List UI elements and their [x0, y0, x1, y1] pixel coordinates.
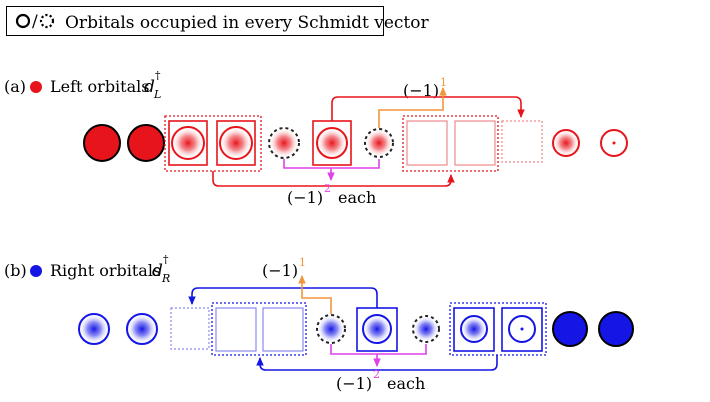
empty-box	[406, 120, 448, 166]
red-dot-icon	[30, 81, 42, 93]
filled-red-orbital	[127, 124, 165, 162]
panel-a-tag: (a)	[4, 77, 26, 96]
legend-box: / Orbitals occupied in every Schmidt vec…	[6, 6, 429, 36]
panel-b-each: each	[387, 374, 425, 393]
red-orbital	[171, 126, 205, 160]
center-dot	[612, 141, 616, 145]
magenta-bracket	[330, 344, 427, 355]
panel-b: (b) Right orbitals d † R (−1) 1	[4, 253, 634, 393]
orange-sign-arrow	[298, 275, 332, 314]
center-dot	[520, 327, 524, 331]
red-orbital	[552, 129, 580, 157]
panel-a-subscript: L	[153, 88, 161, 101]
solid-orbital-icon	[15, 13, 31, 29]
panel-a-symbol: d	[144, 77, 155, 97]
bottom-arrow-blue	[256, 355, 498, 371]
empty-box-dotted	[501, 120, 543, 163]
panel-b-subscript: R	[161, 272, 170, 285]
group-box-dotted	[164, 115, 262, 172]
panel-a-sign-top: (−1)	[403, 81, 439, 100]
bottom-arrow-red	[212, 171, 455, 187]
blue-orbital	[126, 313, 158, 345]
blue-orbital	[460, 315, 488, 343]
orbital-box	[501, 307, 543, 352]
orbital-box	[216, 120, 256, 166]
dashed-red-orbital	[364, 128, 394, 158]
panel-a-title: Left orbitals	[50, 77, 149, 96]
legend-icons: /	[15, 12, 55, 32]
panel-a-sign-top-exp: 1	[440, 76, 447, 89]
dashed-orbital-icon	[39, 13, 55, 29]
magenta-bracket	[283, 159, 380, 169]
panel-a-dagger: †	[155, 69, 161, 82]
group-box-dotted	[211, 302, 307, 356]
panel-b-dagger: †	[163, 253, 169, 266]
empty-box	[454, 120, 496, 166]
orbital-box	[168, 120, 208, 166]
empty-box-dotted	[170, 307, 210, 350]
orbital-box	[453, 307, 495, 352]
legend-text: Orbitals occupied in every Schmidt vecto…	[65, 13, 429, 33]
panel-b-sign-bottom: (−1)	[336, 374, 372, 393]
panel-b-title: Right orbitals	[50, 261, 161, 280]
empty-box	[215, 307, 257, 352]
top-arrow-red	[331, 96, 525, 121]
panel-b-sign-top-exp: 1	[299, 256, 306, 269]
panel-a: (a) Left orbitals d † L (−1) 1	[4, 69, 628, 207]
panel-b-tag: (b)	[4, 261, 27, 280]
dashed-blue-orbital	[316, 314, 346, 344]
panel-a-sign-bottom: (−1)	[287, 188, 323, 207]
panel-b-symbol: d	[152, 261, 163, 281]
dashed-red-orbital	[268, 127, 300, 159]
filled-red-orbital	[83, 124, 121, 162]
blue-dot-icon	[30, 265, 42, 277]
blue-orbital	[78, 313, 110, 345]
red-orbital	[316, 127, 348, 159]
filled-blue-orbital	[598, 311, 634, 347]
panel-b-sign-top: (−1)	[262, 261, 298, 280]
top-arrow-blue	[188, 287, 378, 308]
red-orbital	[219, 126, 253, 160]
group-box-dotted	[449, 302, 547, 356]
legend-slash: /	[32, 12, 38, 32]
panel-b-sign-bottom-exp: 2	[373, 368, 380, 381]
group-box-dotted	[402, 115, 499, 172]
blue-orbital	[362, 314, 392, 344]
filled-blue-orbital	[552, 311, 588, 347]
orange-sign-arrow	[378, 87, 447, 128]
dashed-blue-orbital	[412, 315, 440, 343]
panel-a-sign-bottom-exp: 2	[324, 182, 331, 195]
panel-a-each: each	[338, 188, 376, 207]
empty-box	[262, 307, 304, 352]
